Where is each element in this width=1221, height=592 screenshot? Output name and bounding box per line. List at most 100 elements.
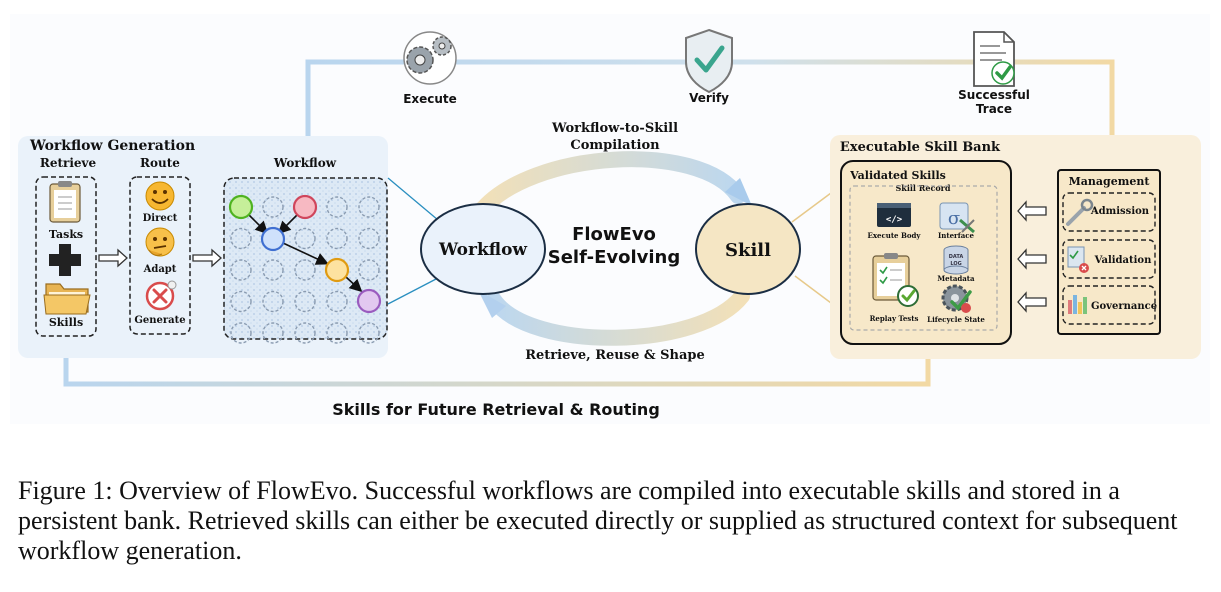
workflow-grid-node [326,227,348,250]
workflow-grid-node [326,322,348,344]
workflow-grid-node [262,290,284,313]
compilation-label-line2: Compilation [570,138,660,153]
svg-text:σ: σ [948,208,960,229]
management-item-validation: Validation [1094,255,1152,266]
validated-skills-title: Validated Skills [849,169,946,182]
workflow-grid-node [294,259,316,281]
route-option-generate: Generate [134,315,185,326]
skill-item-interface: Interface [938,231,975,240]
workflow-grid-node [262,322,284,344]
plus-icon [49,244,81,276]
workflow-grid-node [358,322,380,344]
wrench-icon [1066,198,1094,226]
figure-caption: Figure 1: Overview of FlowEvo. Successfu… [18,476,1178,565]
trace-label-line2: Trace [976,102,1012,116]
workflow-grid-node [358,227,380,250]
svg-text:</>: </> [886,215,903,225]
workflow-active-nodes [228,194,382,314]
management-item-admission: Admission [1090,206,1150,217]
route-box [129,176,191,335]
reuse-arc-arrowhead [478,290,506,318]
route-option-adapt: Adapt [143,264,177,275]
governance-chart-icon [1068,295,1087,314]
compilation-label-line1: Workflow-to-Skill [551,121,678,136]
floweevo-title-line1: FlowEvo [572,224,656,245]
workflow-ellipse [420,203,546,295]
workflow-ellipse-label: Workflow [438,240,527,260]
workflow-grid-node [358,259,380,281]
workflow-generation-title: Workflow Generation [29,138,195,154]
verify-label: Verify [689,91,729,105]
route-title: Route [140,156,180,170]
workflow-grid-node [326,290,348,313]
retrieve-title: Retrieve [40,156,97,170]
retrieve-to-route-arrow [98,248,128,268]
workflow-grid-node [230,322,252,344]
skill-connector-bottom [794,275,836,307]
skill-item-lifecycle-state: Lifecycle State [927,315,985,324]
folder-icon [43,283,91,315]
validation-icon [1067,246,1089,273]
skill-ellipse-label: Skill [725,240,771,261]
bottom-loop-path [63,345,931,387]
workflow-grid-node [294,290,316,313]
management-title: Management [1069,175,1151,188]
skill-bank-title: Executable Skill Bank [840,140,1001,155]
workflow-edges [248,214,363,293]
compilation-arc-arrowhead [725,178,752,206]
management-admission-box [1062,192,1156,232]
workflow-connector-top [387,177,439,221]
workflow-grid-node [326,196,348,218]
workflow-grid-box [223,177,388,340]
smile-emoji-icon [145,181,175,211]
diagram-canvas: Execute Verify Successful Trace Skills f… [18,28,1201,419]
workflow-grid-node [294,322,316,344]
reuse-label: Retrieve, Reuse & Shape [525,348,705,363]
workflow-grid-node [262,259,284,281]
svg-text:DATA: DATA [949,254,964,260]
shield-check-icon [685,28,733,94]
clipboard-icon [49,181,81,223]
thinking-emoji-icon [145,227,175,257]
route-option-direct: Direct [143,213,178,224]
gear-icon [403,31,457,85]
lifecycle-gear-icon [941,284,972,313]
future-retrieval-label: Skills for Future Retrieval & Routing [332,400,660,419]
error-x-icon [145,280,177,311]
skill-record-box [849,185,998,331]
workflow-connector-bottom [387,277,439,305]
workflow-grid-node [294,227,316,250]
workflow-grid-node [358,196,380,218]
skills-label: Skills [49,316,83,329]
management-item-governance: Governance [1091,301,1157,312]
admission-arrow [1017,200,1047,222]
route-to-workflow-arrow [192,248,222,268]
skill-item-metadata: Metadata [937,274,975,283]
tasks-label: Tasks [49,228,83,241]
trace-label-line1: Successful [958,88,1030,102]
validation-arrow [1017,248,1047,270]
code-window-icon: </> [877,203,911,227]
retrieve-box [35,176,97,337]
workflow-grid-node [230,227,252,250]
management-validation-box [1062,239,1156,279]
compilation-arc [472,151,746,220]
workflow-grid-node [230,259,252,281]
workflow-grid-node [262,196,284,218]
interface-icon: σ [939,202,975,234]
workflow-grid-title: Workflow [273,156,337,170]
reuse-arc [486,288,750,346]
skill-ellipse [695,203,801,295]
management-governance-box [1062,285,1156,325]
skill-record-label: Skill Record [896,183,951,193]
skill-connector-top [791,189,836,223]
workflow-grid-node [230,290,252,313]
database-icon: DATA LOG [943,245,969,275]
svg-text:LOG: LOG [950,261,961,267]
governance-arrow [1017,291,1047,313]
skill-item-replay-tests: Replay Tests [870,314,919,323]
document-check-icon [973,31,1015,87]
execute-label: Execute [403,92,457,106]
skill-item-execute-body: Execute Body [868,231,922,240]
